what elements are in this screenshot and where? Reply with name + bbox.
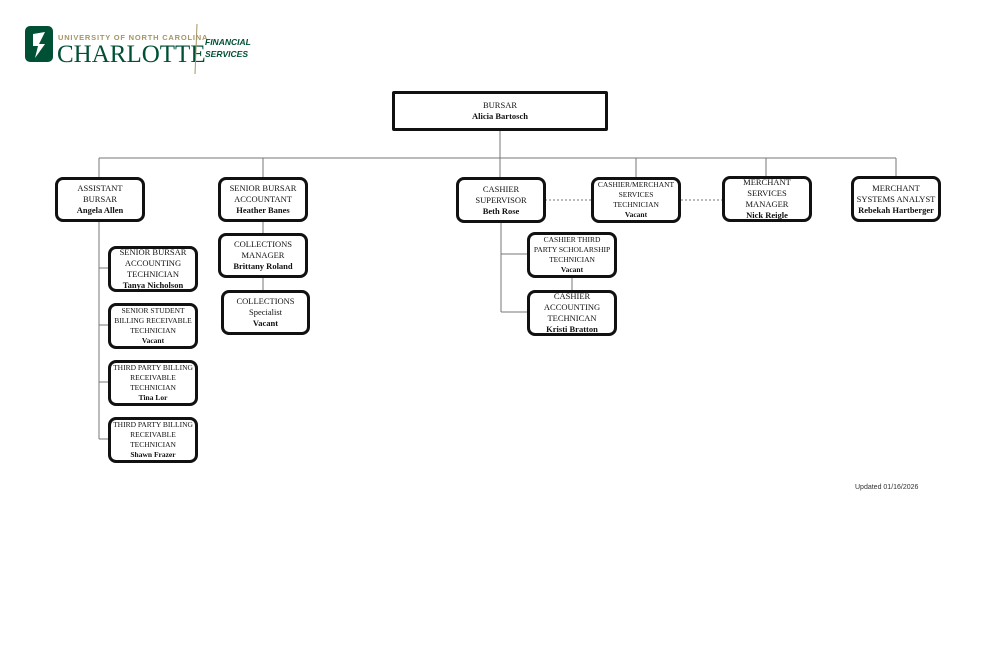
bursar-box: BURSAR Alicia Bartosch [392, 91, 608, 131]
position-title: CASHIER ACCOUNTING TECHNICAN [543, 291, 601, 323]
position-holder: Vacant [560, 265, 584, 274]
position-title: SENIOR BURSAR ACCOUNTING TECHNICIAN [119, 247, 187, 279]
updated-date: Updated 01/16/2026 [855, 484, 919, 491]
position-title: ASSISTANT BURSAR [77, 183, 123, 204]
position-title: COLLECTIONS MANAGER [233, 239, 293, 260]
senior-student-billing-technician-box: SENIOR STUDENT BILLING RECEIVABLE TECHNI… [108, 303, 198, 349]
merchant-systems-analyst-box: MERCHANT SYSTEMS ANALYST Rebekah Hartber… [851, 176, 941, 222]
svg-text:FINANCIAL: FINANCIAL [205, 37, 251, 47]
position-holder: Brittany Roland [233, 261, 293, 271]
position-title: MERCHANT SYSTEMS ANALYST [856, 182, 936, 204]
position-title: SENIOR BURSAR ACCOUNTANT [229, 183, 297, 204]
position-holder: Tanya Nicholson [122, 280, 184, 290]
position-title: BURSAR [482, 100, 517, 110]
svg-text:SERVICES: SERVICES [205, 49, 248, 59]
position-holder: Vacant [624, 210, 648, 219]
position-holder: Angela Allen [76, 205, 124, 215]
merchant-services-manager-box: MERCHANT SERVICES MANAGER Nick Reigle [722, 176, 812, 222]
cashier-supervisor-box: CASHIER SUPERVISOR Beth Rose [456, 177, 546, 223]
cashier-third-party-scholarship-technician-box: CASHIER THIRD PARTY SCHOLARSHIP TECHNICI… [527, 232, 617, 278]
position-holder: Vacant [141, 336, 165, 345]
uncc-financial-services-logo: UNIVERSITY OF NORTH CAROLINA CHARLOTTE F… [25, 23, 255, 79]
position-title: SENIOR STUDENT BILLING RECEIVABLE TECHNI… [114, 306, 192, 335]
position-holder: Alicia Bartosch [472, 111, 528, 121]
collections-specialist-box: COLLECTIONS Specialist Vacant [221, 290, 310, 335]
position-holder: Shawn Frazer [130, 450, 176, 459]
position-holder: Tina Lor [138, 393, 168, 402]
position-title: COLLECTIONS [236, 296, 295, 306]
third-party-billing-technician-box: THIRD PARTY BILLING RECEIVABLE TECHNICIA… [108, 360, 198, 406]
position-holder: Rebekah Hartberger [858, 204, 934, 215]
cashier-accounting-technician-box: CASHIER ACCOUNTING TECHNICAN Kristi Brat… [527, 290, 617, 336]
senior-bursar-accounting-technician-box: SENIOR BURSAR ACCOUNTING TECHNICIAN Tany… [108, 246, 198, 292]
position-title: CASHIER SUPERVISOR [475, 183, 527, 205]
cashier-merchant-technician-box: CASHIER/MERCHANT SERVICES TECHNICIAN Vac… [591, 177, 681, 223]
position-title: CASHIER THIRD PARTY SCHOLARSHIP TECHNICI… [533, 235, 611, 264]
position-title: CASHIER/MERCHANT SERVICES TECHNICIAN [597, 180, 675, 209]
position-holder: Kristi Bratton [546, 324, 598, 334]
svg-text:CHARLOTTE: CHARLOTTE [57, 41, 206, 68]
position-holder: Vacant [252, 318, 279, 328]
assistant-bursar-box: ASSISTANT BURSAR Angela Allen [55, 177, 145, 222]
senior-bursar-accountant-box: SENIOR BURSAR ACCOUNTANT Heather Banes [218, 177, 308, 222]
third-party-billing-technician-box: THIRD PARTY BILLING RECEIVABLE TECHNICIA… [108, 417, 198, 463]
position-title: THIRD PARTY BILLING RECEIVABLE TECHNICIA… [113, 420, 193, 449]
svg-text:UNIVERSITY OF NORTH CAROLINA: UNIVERSITY OF NORTH CAROLINA [58, 33, 208, 42]
position-holder: Beth Rose [482, 205, 520, 216]
position-subtitle: Specialist [248, 307, 283, 317]
position-holder: Heather Banes [236, 205, 290, 215]
position-holder: Nick Reigle [746, 210, 788, 220]
position-title: THIRD PARTY BILLING RECEIVABLE TECHNICIA… [113, 363, 193, 392]
collections-manager-box: COLLECTIONS MANAGER Brittany Roland [218, 233, 308, 278]
position-title: MERCHANT SERVICES MANAGER [743, 177, 791, 209]
